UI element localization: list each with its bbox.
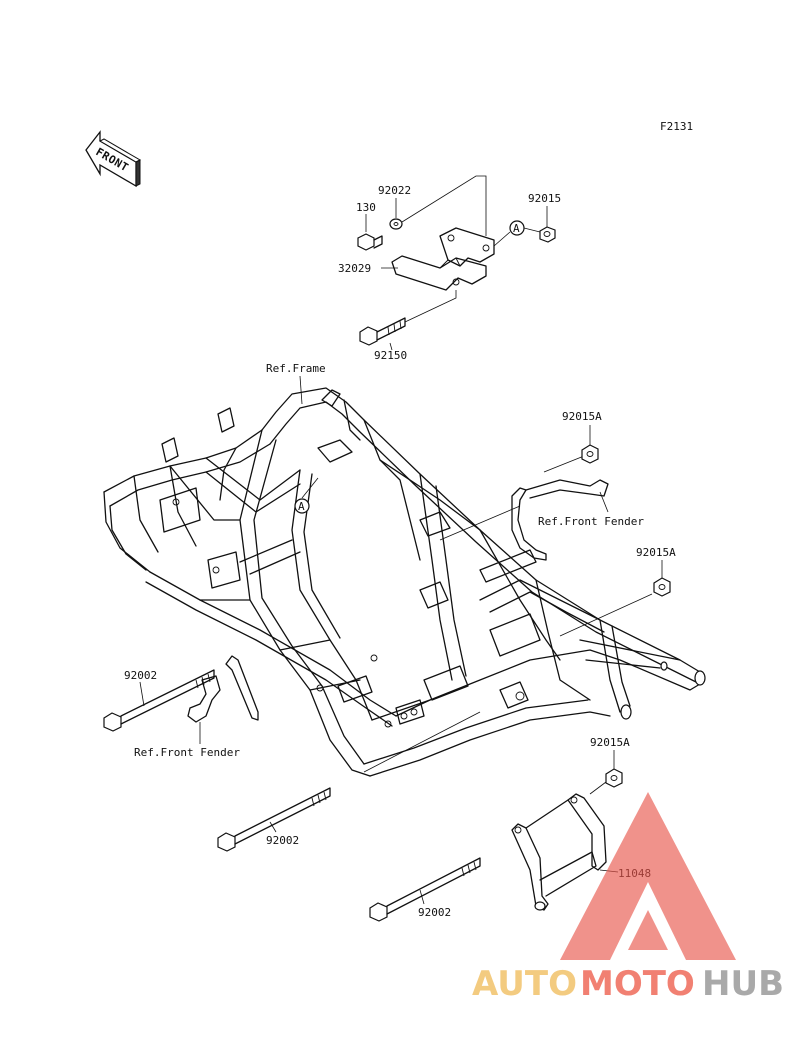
bolt-130-icon [357,233,383,251]
watermark-auto: AUTO [472,964,577,1004]
callout-92002-middle: 92002 [266,834,299,847]
callout-92015a-middle: 92015A [636,546,676,559]
bolt-92002-left-icon [103,669,215,732]
callout-32029: 32029 [338,262,371,275]
front-fender-bracket-left [187,655,259,744]
callout-ref-front-fender-right: Ref.Front Fender [538,515,644,528]
watermark-logo: AUTO MOTO HUB [472,792,784,1004]
bolt-92002-bottom-icon [369,857,481,922]
callout-92015: 92015 [528,192,561,205]
callout-92002-bottom: 92002 [418,906,451,919]
bracket-11048 [511,793,607,911]
upper-bracket-assembly: A [357,175,556,351]
watermark-moto: MOTO [580,964,695,1004]
washer-92022-icon [389,218,403,230]
figure-code: F2131 [660,120,693,133]
marker-a-frame: A [298,500,305,513]
watermark-hub: HUB [702,964,784,1004]
callout-92150: 92150 [374,349,407,362]
callout-ref-frame: Ref.Frame [266,362,326,375]
callout-92015a-lower: 92015A [590,736,630,749]
nut-92015-icon [539,226,556,243]
callout-92002-left: 92002 [124,669,157,682]
marker-a-upper: A [513,222,520,235]
bolt-92150-icon [359,317,406,346]
frame-drawing: A [103,375,706,777]
front-arrow-icon: FRONT [85,130,142,188]
watermark-triangle-icon [560,792,736,960]
front-fender-bracket-right [511,425,609,561]
nut-92015a-upper-icon [581,444,599,464]
callout-130: 130 [356,201,376,214]
nut-92015a-lower-icon [605,768,623,788]
bolt-92002-middle-icon [217,787,331,852]
callout-ref-front-fender-left: Ref.Front Fender [134,746,240,759]
callout-92022: 92022 [378,184,411,197]
nut-92015a-middle-icon [653,577,671,597]
callout-92015a-upper: 92015A [562,410,602,423]
